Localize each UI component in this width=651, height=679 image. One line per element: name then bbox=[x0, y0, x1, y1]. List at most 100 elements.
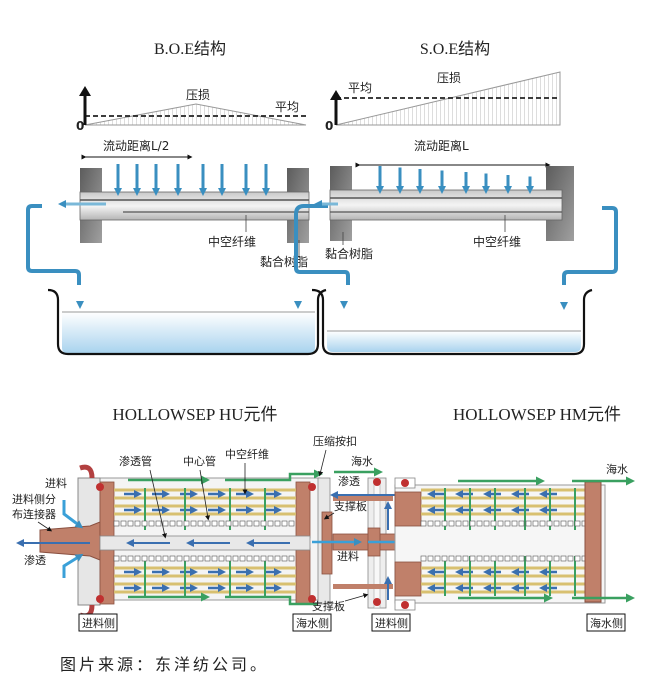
perforation bbox=[225, 520, 232, 527]
perforation bbox=[574, 555, 581, 562]
perforation bbox=[525, 520, 532, 527]
hu-permeate-label: 渗透 bbox=[24, 553, 46, 567]
hu-feed-connector bbox=[39, 521, 101, 561]
perforation bbox=[239, 520, 246, 527]
boe-axis-arrowhead bbox=[79, 86, 91, 96]
soe-module: 中空纤维 黏合树脂 bbox=[314, 166, 618, 310]
perforation bbox=[211, 555, 218, 562]
perforation bbox=[134, 520, 141, 527]
perforation bbox=[288, 555, 295, 562]
boe-right-return-pipe bbox=[294, 204, 350, 285]
perforation bbox=[246, 520, 253, 527]
perforation bbox=[281, 520, 288, 527]
hu-compression-clip-label: 压缩按扣 bbox=[313, 434, 357, 448]
perforation bbox=[253, 555, 260, 562]
perforation bbox=[567, 520, 574, 527]
center-seawater-label: 海水 bbox=[351, 454, 373, 468]
hm-resin-bottom bbox=[394, 561, 422, 597]
perforation bbox=[141, 555, 148, 562]
boe-tank bbox=[47, 288, 327, 356]
hu-seawater-side-box bbox=[292, 613, 332, 632]
hu-center-tube-label: 中心管 bbox=[183, 454, 216, 468]
soe-tank bbox=[311, 288, 593, 356]
perforation bbox=[525, 555, 532, 562]
boe-average-label: 平均 bbox=[275, 100, 299, 114]
hu-feed-inlet-arrow-lower bbox=[62, 553, 84, 578]
hu-oring bbox=[96, 595, 104, 603]
perforation bbox=[560, 520, 567, 527]
center-support-plate-top-label: 支撑板 bbox=[334, 499, 367, 513]
perforation bbox=[532, 520, 539, 527]
perforation bbox=[476, 555, 483, 562]
perforation bbox=[148, 520, 155, 527]
soe-pressure-chart: 0 压损 平均 bbox=[325, 71, 561, 133]
perforation bbox=[518, 555, 525, 562]
center-feed-side-label: 进料侧 bbox=[375, 616, 408, 630]
center-oring bbox=[373, 478, 381, 486]
perforation bbox=[218, 555, 225, 562]
perforation bbox=[183, 555, 190, 562]
hm-seawater-label: 海水 bbox=[606, 462, 628, 476]
perforation bbox=[483, 520, 490, 527]
perforation bbox=[267, 555, 274, 562]
hu-feed-side-label: 进料侧 bbox=[82, 616, 115, 630]
perforation bbox=[420, 555, 427, 562]
perforation bbox=[134, 555, 141, 562]
perforation bbox=[560, 555, 567, 562]
soe-title: S.O.E结构 bbox=[420, 40, 490, 58]
center-oring bbox=[373, 598, 381, 606]
perforation bbox=[169, 555, 176, 562]
perforation bbox=[567, 555, 574, 562]
soe-return-pipe bbox=[562, 206, 618, 285]
hu-feed-connector-label-2: 布连接器 bbox=[12, 508, 56, 521]
perforation bbox=[155, 520, 162, 527]
perforation bbox=[490, 520, 497, 527]
soe-average-label: 平均 bbox=[348, 81, 372, 95]
hu-feed-connector-label-1: 进料侧分 bbox=[12, 492, 56, 506]
hm-element: 海水 海水侧 bbox=[394, 462, 635, 632]
hm-title: HOLLOWSEP HM元件 bbox=[453, 405, 621, 424]
perforation bbox=[539, 555, 546, 562]
perforation bbox=[288, 520, 295, 527]
perforation bbox=[434, 555, 441, 562]
soe-tank-water bbox=[327, 331, 581, 352]
perforation bbox=[462, 520, 469, 527]
perforation bbox=[504, 520, 511, 527]
perforation bbox=[434, 520, 441, 527]
hu-element: 渗透管 中心管 中空纤维 压缩按扣 进料 进料侧分 布连接器 渗透 进料侧 海水… bbox=[12, 434, 357, 632]
perforation bbox=[190, 555, 197, 562]
perforation bbox=[204, 555, 211, 562]
boe-module: 中空纤维 黏合树脂 bbox=[26, 164, 350, 309]
center-permeate-label: 渗透 bbox=[338, 474, 360, 488]
perforation bbox=[127, 555, 134, 562]
hu-permeate-tube-label: 渗透管 bbox=[119, 454, 152, 468]
perforation bbox=[120, 555, 127, 562]
center-support-plate-bottom-label: 支撑板 bbox=[312, 599, 345, 613]
hu-oring bbox=[308, 483, 316, 491]
perforation bbox=[232, 520, 239, 527]
image-source-caption: 图片来源：东洋纺公司。 bbox=[60, 655, 270, 674]
perforation bbox=[490, 555, 497, 562]
perforation bbox=[448, 520, 455, 527]
perforation bbox=[539, 520, 546, 527]
hm-hollow-fiber-bundle bbox=[420, 488, 588, 596]
hm-end-plate bbox=[584, 481, 602, 603]
perforation bbox=[197, 555, 204, 562]
perforation bbox=[176, 520, 183, 527]
hu-right-resin-bottom bbox=[295, 547, 311, 605]
perforation bbox=[162, 520, 169, 527]
soe-hollow-fiber-tube bbox=[329, 189, 563, 221]
boe-pressure-profile bbox=[84, 103, 307, 126]
hu-hollow-fiber-bundle bbox=[113, 488, 296, 596]
hm-oring bbox=[401, 601, 409, 609]
center-feed-side-box bbox=[371, 613, 411, 632]
perforation bbox=[204, 520, 211, 527]
hu-seawater-arrow-top-2 bbox=[225, 469, 323, 482]
perforation bbox=[239, 555, 246, 562]
soe-resin-label: 黏合树脂 bbox=[325, 246, 373, 261]
perforation bbox=[427, 520, 434, 527]
perforation bbox=[511, 555, 518, 562]
perforation bbox=[176, 555, 183, 562]
boe-pressure-label: 压损 bbox=[186, 88, 210, 102]
perforation bbox=[441, 520, 448, 527]
